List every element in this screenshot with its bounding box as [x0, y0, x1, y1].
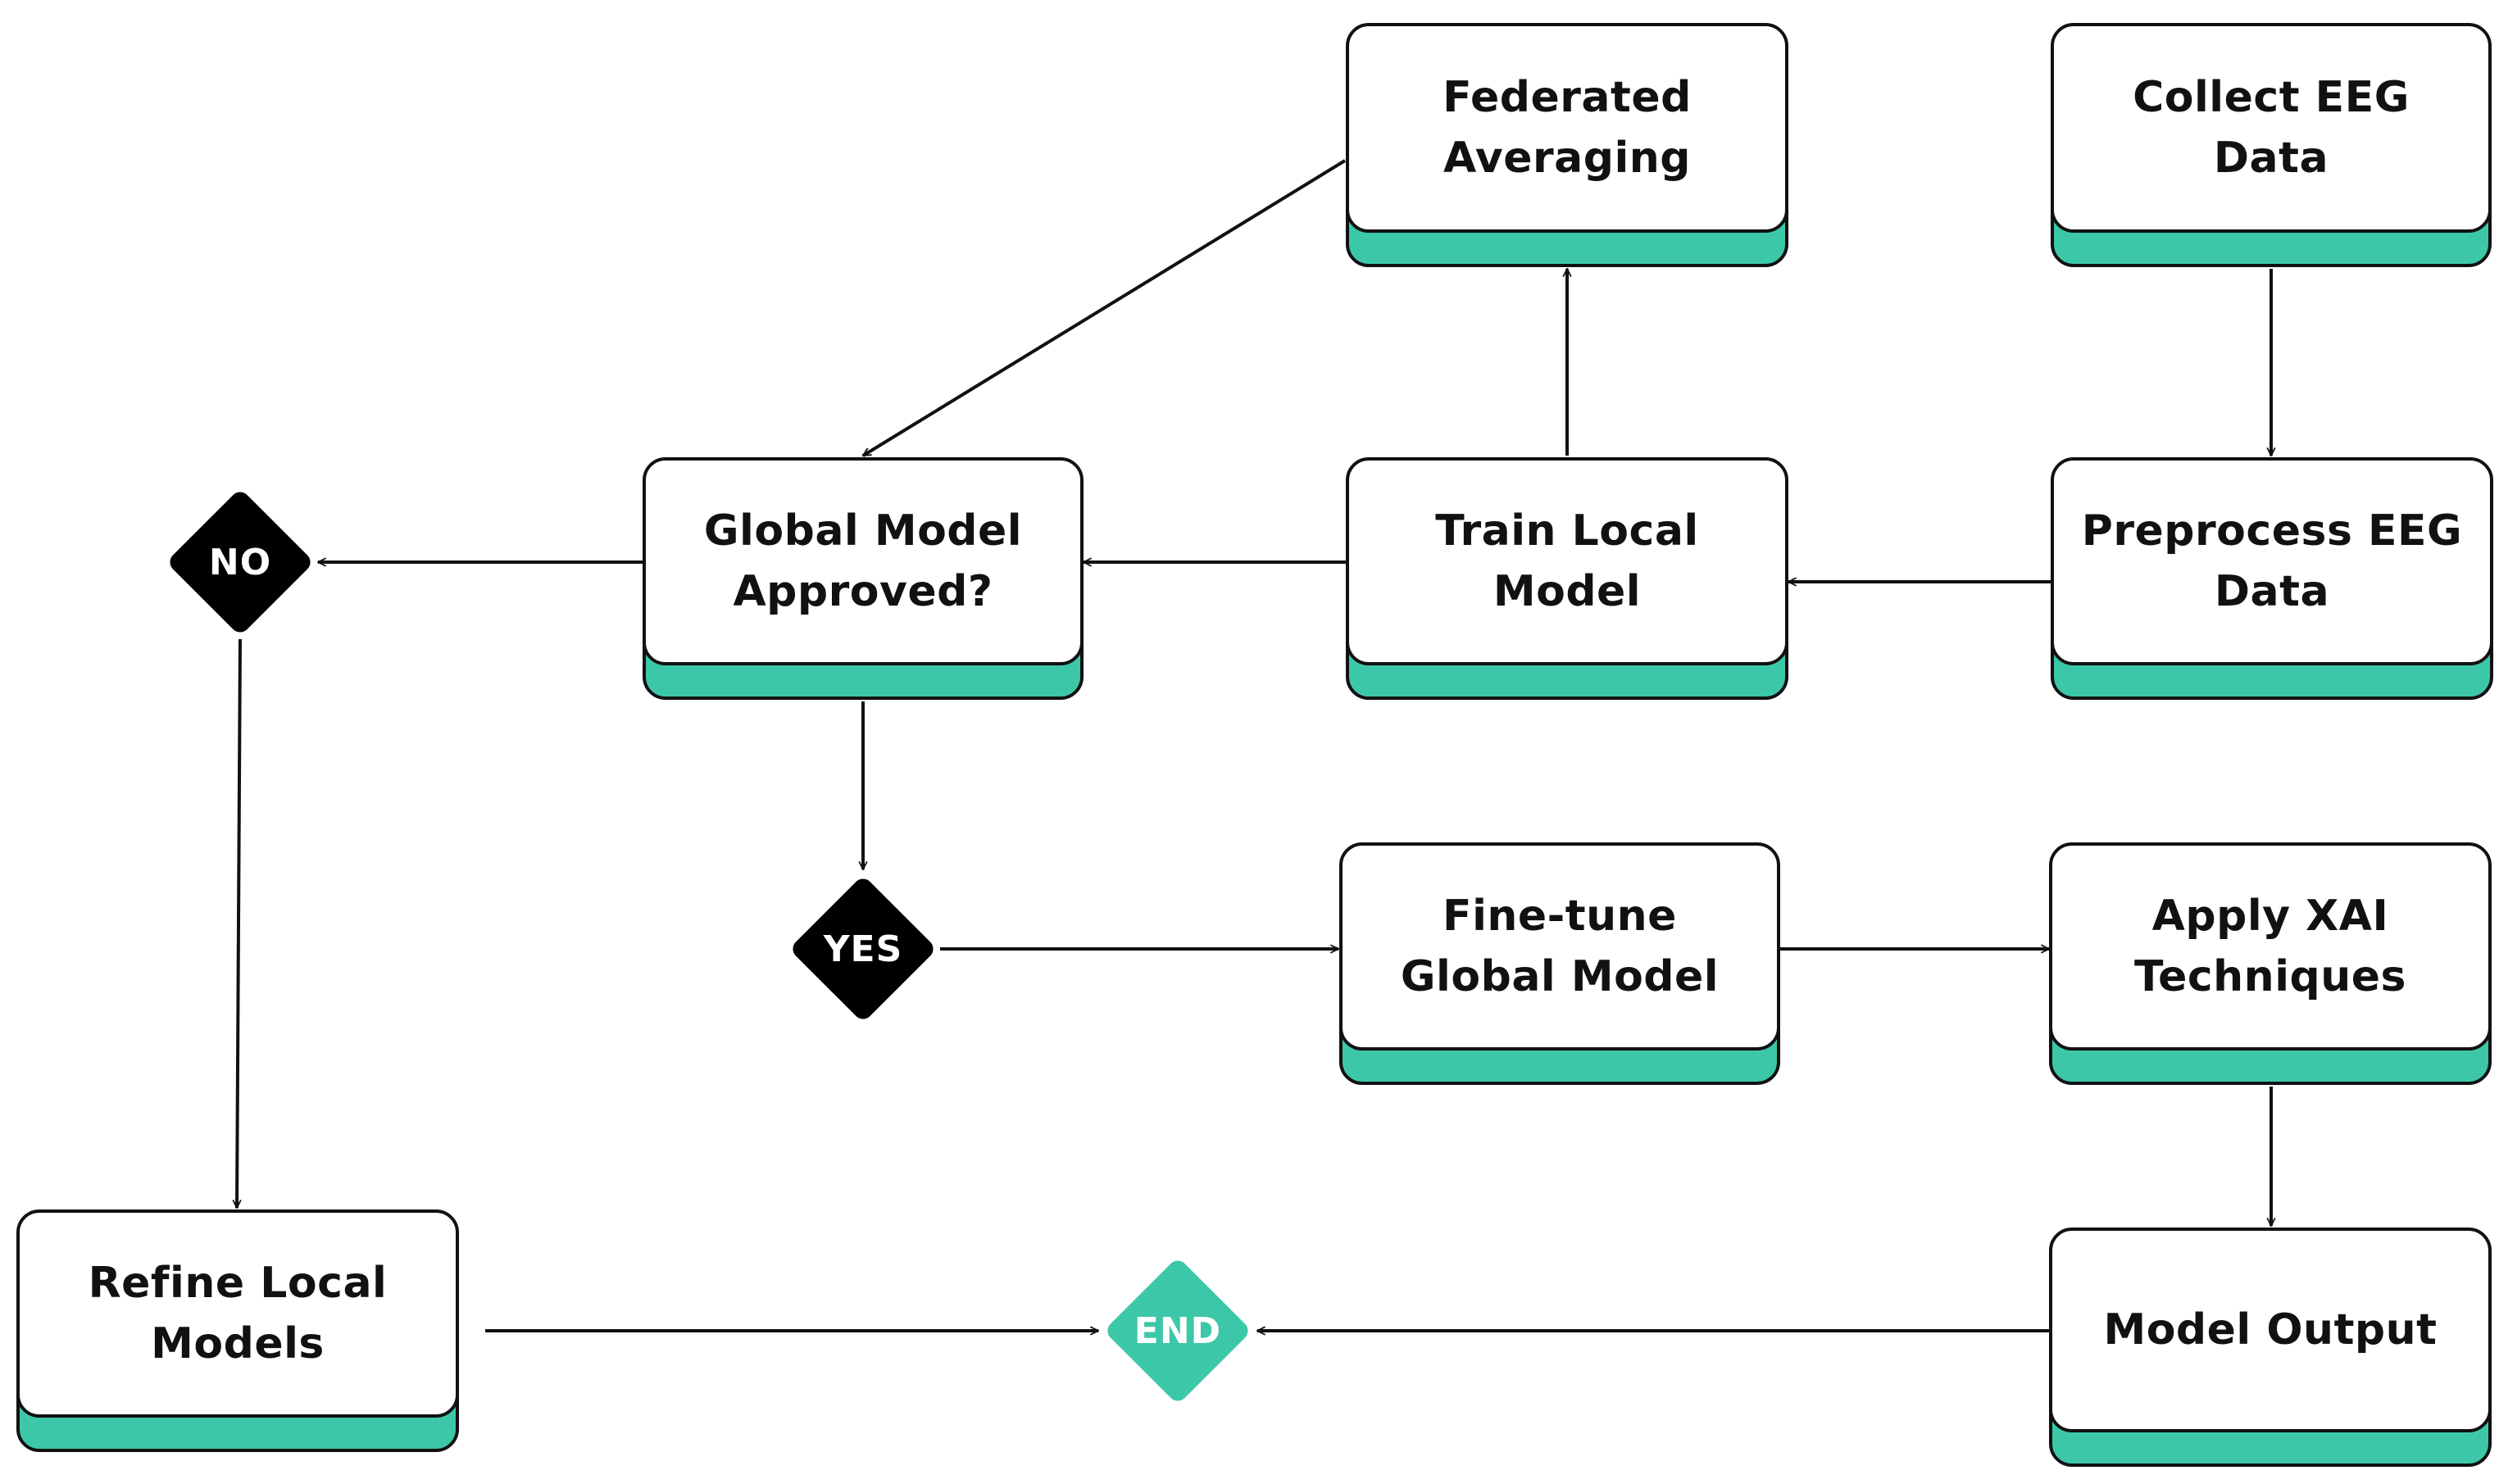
node-federated-averaging-label: Federated Averaging	[1443, 73, 1692, 183]
decision-no-label: NO	[208, 541, 272, 583]
node-refine-local-models: Refine Local Models	[16, 1209, 459, 1452]
node-apply-xai-techniques-label: Apply XAI Techniques	[2134, 892, 2406, 1001]
decision-yes-label: YES	[823, 928, 903, 970]
node-fine-tune-global-model-label: Fine-tune Global Model	[1400, 892, 1720, 1001]
node-apply-xai-techniques: Apply XAI Techniques	[2049, 842, 2492, 1085]
end-terminal-diamond: END	[1102, 1255, 1254, 1407]
node-preprocess-eeg-data: Preprocess EEG Data	[2051, 457, 2493, 700]
node-refine-local-models-label: Refine Local Models	[88, 1259, 388, 1368]
edge-federated-to-approved	[863, 159, 1347, 457]
node-train-local-model-label: Train Local Model	[1435, 506, 1699, 616]
node-train-local-model: Train Local Model	[1346, 457, 1788, 700]
edge-no-to-refine	[237, 638, 242, 1208]
node-global-model-approved-label: Global Model Approved?	[703, 506, 1023, 616]
end-terminal-label: END	[1134, 1309, 1222, 1352]
node-fine-tune-global-model: Fine-tune Global Model	[1339, 842, 1780, 1085]
node-global-model-approved: Global Model Approved?	[643, 457, 1084, 700]
decision-yes-diamond: YES	[787, 873, 939, 1025]
node-collect-eeg-data-label: Collect EEG Data	[2133, 73, 2410, 183]
node-federated-averaging: Federated Averaging	[1346, 23, 1788, 267]
node-collect-eeg-data: Collect EEG Data	[2051, 23, 2492, 267]
node-model-output-label: Model Output	[2103, 1305, 2438, 1355]
node-preprocess-eeg-data-label: Preprocess EEG Data	[2081, 506, 2463, 616]
decision-no-diamond: NO	[164, 486, 316, 638]
node-model-output: Model Output	[2049, 1228, 2492, 1467]
